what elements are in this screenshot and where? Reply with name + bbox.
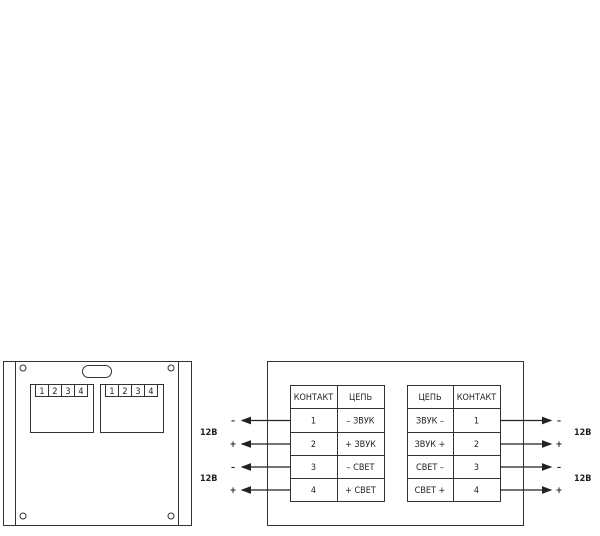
voltage-label: 12В bbox=[200, 428, 217, 438]
left-contact-table: КОНТАКТ ЦЕПЬ 1 – ЗВУК 2 + ЗВУК 3 – СВЕТ 4 + СВЕТ bbox=[290, 385, 385, 502]
column-header: ЦЕПЬ bbox=[418, 393, 441, 403]
column-header: КОНТАКТ bbox=[457, 393, 496, 403]
voltage-label: 12В bbox=[200, 474, 217, 484]
polarity-label: + bbox=[230, 440, 237, 450]
polarity-label: + bbox=[556, 486, 563, 496]
mounting-hole-icon bbox=[19, 364, 27, 372]
polarity-label: – bbox=[557, 463, 561, 473]
table-row: СВЕТ + 4 bbox=[407, 478, 501, 502]
polarity-label: + bbox=[230, 486, 237, 496]
device-outline bbox=[3, 361, 192, 526]
cell-text: 1 bbox=[311, 417, 316, 427]
column-header: ЦЕПЬ bbox=[349, 393, 372, 403]
terminal-number: 1 bbox=[109, 387, 114, 397]
polarity-label: – bbox=[557, 417, 561, 427]
table-row: 3 – СВЕТ bbox=[290, 455, 385, 479]
terminal-number: 2 bbox=[122, 387, 127, 397]
hanging-slot bbox=[82, 365, 112, 378]
mounting-hole-icon bbox=[19, 512, 27, 520]
table-header-row: ЦЕПЬ КОНТАКТ bbox=[407, 385, 501, 409]
cell-text: 1 bbox=[474, 417, 479, 427]
terminal-cell bbox=[144, 384, 158, 397]
cell-text: + СВЕТ bbox=[345, 486, 376, 496]
voltage-label: 12В bbox=[574, 474, 591, 484]
cell-text: 3 bbox=[311, 463, 316, 473]
terminal-number: 4 bbox=[148, 387, 153, 397]
column-header: КОНТАКТ bbox=[294, 393, 333, 403]
cell-text: 4 bbox=[311, 486, 316, 496]
panel-outline bbox=[267, 361, 524, 526]
terminal-number: 2 bbox=[52, 387, 57, 397]
table-row: ЗВУК + 2 bbox=[407, 432, 501, 456]
cell-text: ЗВУК + bbox=[415, 440, 446, 450]
table-cell bbox=[337, 478, 385, 502]
terminal-number: 4 bbox=[78, 387, 83, 397]
cell-text: 2 bbox=[311, 440, 316, 450]
cell-text: ЗВУК – bbox=[416, 417, 444, 427]
cell-text: – СВЕТ bbox=[347, 463, 375, 473]
voltage-label: 12В bbox=[574, 428, 591, 438]
cell-text: + ЗВУК bbox=[345, 440, 376, 450]
cell-text: СВЕТ – bbox=[416, 463, 444, 473]
polarity-label: + bbox=[556, 440, 563, 450]
table-row: 1 – ЗВУК bbox=[290, 408, 385, 433]
table-row: ЗВУК – 1 bbox=[407, 408, 501, 433]
terminal-number: 3 bbox=[65, 387, 70, 397]
table-header-row: КОНТАКТ ЦЕПЬ bbox=[290, 385, 385, 409]
polarity-label: – bbox=[231, 463, 235, 473]
table-row: 4 + СВЕТ bbox=[290, 478, 385, 502]
table-row: 2 + ЗВУК bbox=[290, 432, 385, 456]
terminal-number: 1 bbox=[39, 387, 44, 397]
cell-text: СВЕТ + bbox=[415, 486, 446, 496]
cell-text: 2 bbox=[474, 440, 479, 450]
polarity-label: – bbox=[231, 417, 235, 427]
cell-text: 4 bbox=[474, 486, 479, 496]
cell-text: – ЗВУК bbox=[346, 417, 374, 427]
cell-text: 3 bbox=[474, 463, 479, 473]
table-row: СВЕТ – 3 bbox=[407, 455, 501, 479]
terminal-cell bbox=[74, 384, 88, 397]
mounting-hole-icon bbox=[167, 512, 175, 520]
terminal-number: 3 bbox=[135, 387, 140, 397]
mounting-hole-icon bbox=[167, 364, 175, 372]
